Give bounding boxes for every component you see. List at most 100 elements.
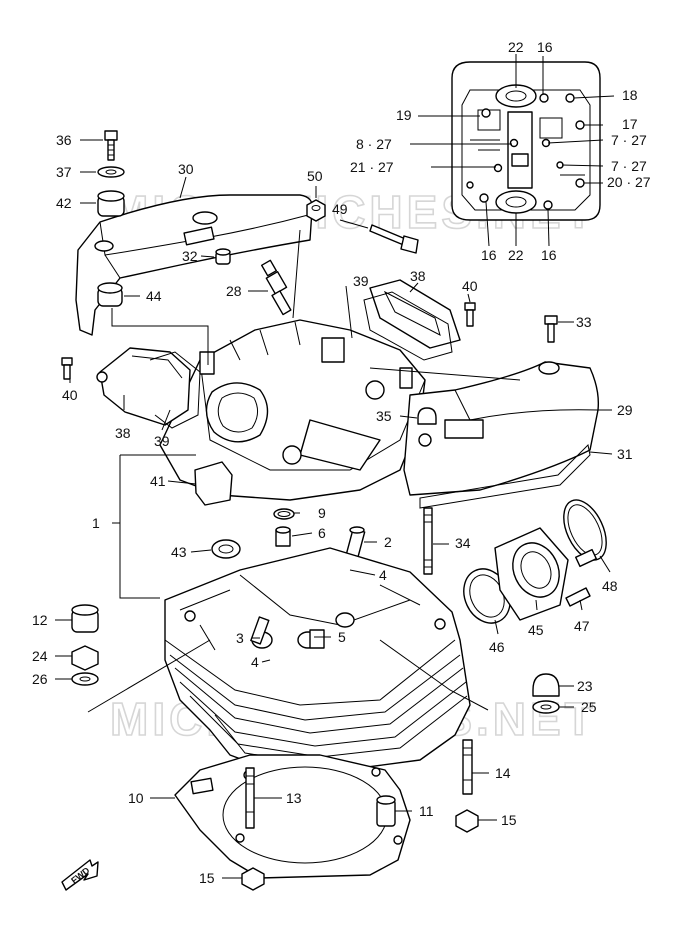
- cap-nut-23: [532, 673, 560, 697]
- bolt-36: [104, 130, 118, 161]
- bolt-33: [544, 315, 558, 343]
- label-33: 33: [576, 314, 592, 330]
- label-43: 43: [171, 544, 187, 560]
- cylinder-head-upper-assembly: [159, 319, 426, 501]
- cylinder-head-cover-29: [403, 361, 600, 496]
- label-7-27-a: 7 · 27: [611, 132, 647, 148]
- label-38-top: 38: [410, 268, 426, 284]
- label-50: 50: [307, 168, 323, 184]
- nut-24: [71, 645, 99, 671]
- label-12: 12: [32, 612, 48, 628]
- label-41: 41: [150, 473, 166, 489]
- label-23: 23: [577, 678, 593, 694]
- bolt-49: [369, 224, 419, 254]
- head-top-view: [451, 61, 601, 221]
- bolt-47: [565, 587, 591, 607]
- label-30: 30: [178, 161, 194, 177]
- label-29: 29: [617, 402, 633, 418]
- label-24: 24: [32, 648, 48, 664]
- oil-seal-43: [211, 539, 241, 559]
- cover-38-left: [96, 347, 191, 426]
- nut-50: [306, 199, 326, 222]
- label-16-right: 16: [541, 247, 557, 263]
- label-39-top: 39: [353, 273, 369, 289]
- washer-37: [97, 166, 125, 178]
- label-18: 18: [622, 87, 638, 103]
- cap-nut-35: [417, 407, 437, 425]
- label-16-top: 16: [537, 39, 553, 55]
- label-15-bottom: 15: [199, 870, 215, 886]
- label-45: 45: [528, 622, 544, 638]
- label-36: 36: [56, 132, 72, 148]
- label-15-right: 15: [501, 812, 517, 828]
- grommet-44: [97, 282, 123, 307]
- label-19: 19: [396, 107, 412, 123]
- spark-plug-28: [260, 259, 292, 316]
- label-6: 6: [318, 525, 326, 541]
- label-17: 17: [622, 116, 638, 132]
- stud-13: [245, 767, 255, 829]
- bolt-40-left: [61, 357, 73, 380]
- label-13: 13: [286, 790, 302, 806]
- label-40-top: 40: [462, 278, 478, 294]
- part-labels: 22 16 18 19 17 8 · 27 7 · 27 21 · 27 7 ·…: [32, 39, 651, 886]
- label-22-top: 22: [508, 39, 524, 55]
- label-5: 5: [338, 629, 346, 645]
- label-28: 28: [226, 283, 242, 299]
- label-47: 47: [574, 618, 590, 634]
- label-46: 46: [489, 639, 505, 655]
- cylinder-head-cover-30: [75, 194, 313, 336]
- gasket-31: [419, 443, 591, 509]
- label-25: 25: [581, 699, 597, 715]
- dowel-11: [376, 795, 396, 827]
- dowel-6: [275, 526, 291, 547]
- plug-32: [215, 248, 231, 265]
- intake-pipe-45: [494, 527, 569, 621]
- clamp-48: [563, 499, 607, 568]
- label-21-27: 21 · 27: [350, 159, 394, 175]
- label-22-bottom: 22: [508, 247, 524, 263]
- label-35: 35: [376, 408, 392, 424]
- label-10: 10: [128, 790, 144, 806]
- label-48: 48: [602, 578, 618, 594]
- stud-34: [423, 507, 433, 575]
- o-ring-9: [273, 508, 295, 520]
- label-39-left: 39: [154, 433, 170, 449]
- label-20-27: 20 · 27: [607, 174, 651, 190]
- label-34: 34: [455, 535, 471, 551]
- label-4-bottom: 4: [251, 654, 259, 670]
- label-49: 49: [332, 201, 348, 217]
- gasket-39-right: [363, 291, 453, 361]
- label-9: 9: [318, 505, 326, 521]
- label-37: 37: [56, 164, 72, 180]
- label-8-27: 8 · 27: [356, 136, 392, 152]
- label-42: 42: [56, 195, 72, 211]
- label-2: 2: [384, 534, 392, 550]
- label-38-left: 38: [115, 425, 131, 441]
- washer-25: [532, 700, 560, 714]
- forward-direction-arrow: FWD: [61, 859, 99, 891]
- label-16-left: 16: [481, 247, 497, 263]
- cover-38-right: [369, 279, 461, 349]
- label-11: 11: [419, 803, 434, 819]
- stud-14: [462, 739, 473, 795]
- bolt-40-right: [464, 302, 476, 327]
- label-31: 31: [617, 446, 633, 462]
- label-7-27-b: 7 · 27: [611, 158, 647, 174]
- grommet-42: [97, 190, 125, 217]
- label-4-top: 4: [379, 567, 387, 583]
- cylinder-head-main: [164, 547, 471, 771]
- label-40-left: 40: [62, 387, 78, 403]
- nut-15-bottom: [241, 867, 265, 891]
- head-gasket-10: [174, 754, 411, 879]
- label-3: 3: [236, 630, 244, 646]
- label-14: 14: [495, 765, 511, 781]
- cap-12: [71, 604, 99, 633]
- label-1: 1: [92, 515, 100, 531]
- nut-15-right: [455, 809, 479, 833]
- label-26: 26: [32, 671, 48, 687]
- washer-26: [71, 672, 99, 686]
- label-44: 44: [146, 288, 162, 304]
- gasket-39-left: [149, 351, 201, 429]
